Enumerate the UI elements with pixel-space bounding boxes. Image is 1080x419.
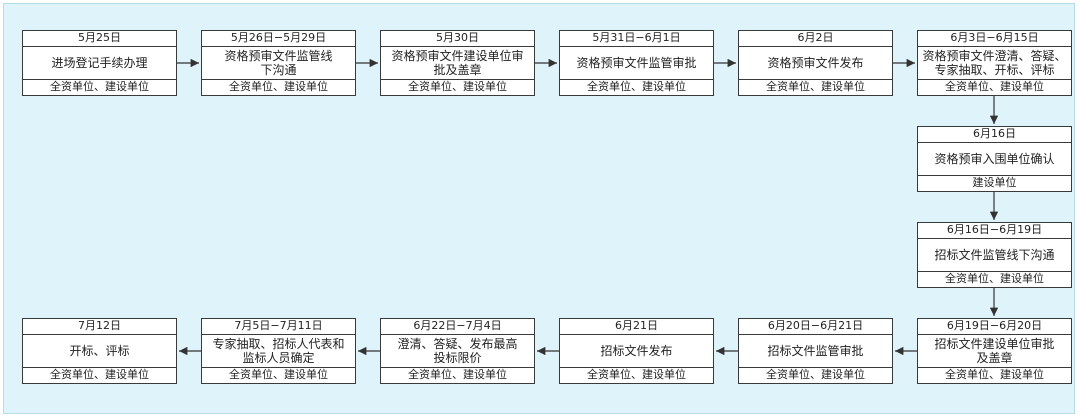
step-box-6: 6月3日−6月15日 资格预审文件澄清、答疑、专家抽取、开标、评标 全资单位、建… [917, 30, 1072, 96]
step-date: 6月16日 [918, 127, 1071, 143]
step-box-3: 5月30日 资格预审文件建设单位审批及盖章 全资单位、建设单位 [380, 30, 535, 96]
step-box-8: 6月16日−6月19日 招标文件监管线下沟通 全资单位、建设单位 [917, 222, 1072, 288]
step-task: 资格预审文件监管审批 [576, 56, 697, 70]
step-task: 进场登记手续办理 [51, 56, 148, 70]
step-party: 全资单位、建设单位 [560, 367, 713, 383]
step-party: 全资单位、建设单位 [739, 79, 892, 95]
step-date: 5月25日 [23, 31, 176, 47]
step-party: 全资单位、建设单位 [918, 79, 1071, 95]
step-party: 建设单位 [918, 175, 1071, 191]
step-date: 6月2日 [739, 31, 892, 47]
step-task: 资格预审文件澄清、答疑、专家抽取、开标、评标 [922, 49, 1067, 77]
step-box-13: 7月5日−7月11日 专家抽取、招标人代表和监标人员确定 全资单位、建设单位 [201, 318, 356, 384]
step-task: 澄清、答疑、发布最高投标限价 [397, 337, 518, 365]
step-date: 6月3日−6月15日 [918, 31, 1071, 47]
step-box-10: 6月20日−6月21日 招标文件监管审批 全资单位、建设单位 [738, 318, 893, 384]
step-date: 6月19日−6月20日 [918, 319, 1071, 335]
step-task: 招标文件监管审批 [767, 344, 864, 358]
step-date: 5月30日 [381, 31, 534, 47]
step-task: 招标文件发布 [600, 344, 673, 358]
step-task: 资格预审文件发布 [767, 56, 864, 70]
step-box-1: 5月25日 进场登记手续办理 全资单位、建设单位 [22, 30, 177, 96]
step-party: 全资单位、建设单位 [918, 367, 1071, 383]
step-task: 资格预审文件监管线下沟通 [224, 49, 333, 77]
step-party: 全资单位、建设单位 [23, 367, 176, 383]
step-party: 全资单位、建设单位 [202, 79, 355, 95]
step-task: 专家抽取、招标人代表和监标人员确定 [212, 337, 345, 365]
step-box-11: 6月21日 招标文件发布 全资单位、建设单位 [559, 318, 714, 384]
step-box-5: 6月2日 资格预审文件发布 全资单位、建设单位 [738, 30, 893, 96]
step-party: 全资单位、建设单位 [381, 79, 534, 95]
step-task: 招标文件监管线下沟通 [934, 248, 1055, 262]
step-box-7: 6月16日 资格预审入围单位确认 建设单位 [917, 126, 1072, 192]
diagram-canvas [3, 3, 1075, 414]
step-party: 全资单位、建设单位 [560, 79, 713, 95]
step-date: 7月5日−7月11日 [202, 319, 355, 335]
step-date: 6月16日−6月19日 [918, 223, 1071, 239]
step-box-4: 5月31日−6月1日 资格预审文件监管审批 全资单位、建设单位 [559, 30, 714, 96]
step-box-2: 5月26日−5月29日 资格预审文件监管线下沟通 全资单位、建设单位 [201, 30, 356, 96]
step-box-12: 6月22日−7月4日 澄清、答疑、发布最高投标限价 全资单位、建设单位 [380, 318, 535, 384]
step-box-9: 6月19日−6月20日 招标文件建设单位审批及盖章 全资单位、建设单位 [917, 318, 1072, 384]
step-date: 6月21日 [560, 319, 713, 335]
step-task: 资格预审文件建设单位审批及盖章 [391, 49, 524, 77]
step-date: 6月20日−6月21日 [739, 319, 892, 335]
step-date: 6月22日−7月4日 [381, 319, 534, 335]
step-task: 开标、评标 [69, 344, 130, 358]
step-date: 7月12日 [23, 319, 176, 335]
step-party: 全资单位、建设单位 [739, 367, 892, 383]
step-party: 全资单位、建设单位 [202, 367, 355, 383]
step-box-14: 7月12日 开标、评标 全资单位、建设单位 [22, 318, 177, 384]
step-date: 5月26日−5月29日 [202, 31, 355, 47]
step-task: 招标文件建设单位审批及盖章 [934, 337, 1055, 365]
step-task: 资格预审入围单位确认 [934, 152, 1055, 166]
step-party: 全资单位、建设单位 [381, 367, 534, 383]
step-date: 5月31日−6月1日 [560, 31, 713, 47]
step-party: 全资单位、建设单位 [23, 79, 176, 95]
step-party: 全资单位、建设单位 [918, 271, 1071, 287]
